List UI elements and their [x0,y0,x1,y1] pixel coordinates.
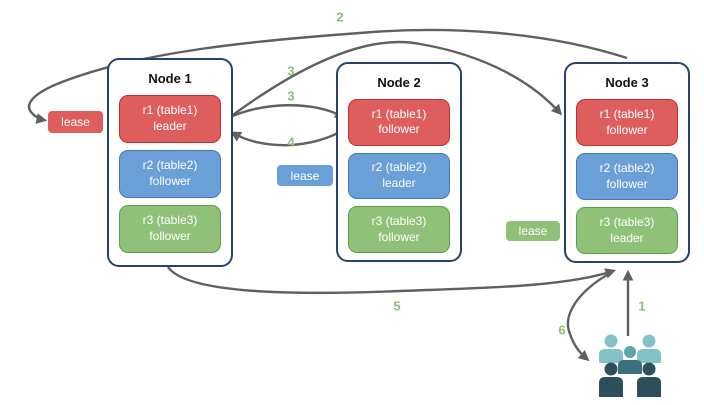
step-label-2: 2 [336,9,344,25]
node-3-replica-r3: r3 (table3) leader [576,207,678,254]
step-label-5: 5 [393,298,401,314]
replica-label: r3 (table3) [599,214,655,229]
node-3-title: Node 3 [605,75,649,90]
user-dark-left [599,362,623,397]
step-label-3b: 3 [287,88,295,104]
user-dark-right [637,362,661,397]
node-2: Node 2 r1 (table1) follower r2 (table2) … [336,62,462,262]
node-1-replica-r3: r3 (table3) follower [119,205,221,253]
node-2-replica-r1: r1 (table1) follower [348,99,450,146]
replica-role: leader [153,119,187,133]
step-label-4: 4 [287,134,295,150]
replica-role: leader [382,176,416,190]
lease-badge-blue: lease [277,165,333,186]
replica-role: follower [378,229,420,244]
node-3-replica-r2: r2 (table2) follower [576,153,678,200]
replica-role: follower [149,229,191,243]
replica-label: r1 (table1) [599,106,655,121]
node-1: Node 1 r1 (table1) leader r2 (table2) fo… [107,58,233,267]
arrow-step-3-short [225,104,346,121]
node-1-replica-r1: r1 (table1) leader [119,95,221,143]
node-2-replica-r3: r3 (table3) follower [348,206,450,254]
user-light-left [599,334,623,363]
node-2-replica-r2: r2 (table2) leader [348,152,450,200]
replica-label: r2 (table2) [371,160,427,175]
node-2-title: Node 2 [377,75,421,90]
replica-role: follower [378,122,420,137]
node-1-title: Node 1 [148,71,192,86]
replica-label: r2 (table2) [599,160,655,175]
replica-label: r1 (table1) [371,106,427,121]
node-3: Node 3 r1 (table1) follower r2 (table2) … [564,62,690,263]
replica-label: r3 (table3) [142,213,198,228]
replica-role: follower [606,122,648,137]
replica-label: r3 (table3) [371,214,427,229]
replica-role: follower [149,174,191,188]
node-3-replica-r1: r1 (table1) follower [576,99,678,146]
replica-role: follower [606,176,648,191]
step-label-6: 6 [558,322,566,338]
replica-label: r1 (table1) [142,103,198,118]
user-light-right [637,334,661,363]
users-icon [599,334,661,397]
lease-badge-green: lease [506,221,560,241]
lease-badge-red: lease [48,111,103,133]
node-1-replica-r2: r2 (table2) follower [119,150,221,198]
replica-role: leader [610,230,644,245]
replica-label: r2 (table2) [142,158,198,173]
step-label-3a: 3 [287,63,295,79]
step-label-1: 1 [638,298,646,314]
arrow-step-5 [167,266,617,295]
user-mid-center [618,346,642,374]
